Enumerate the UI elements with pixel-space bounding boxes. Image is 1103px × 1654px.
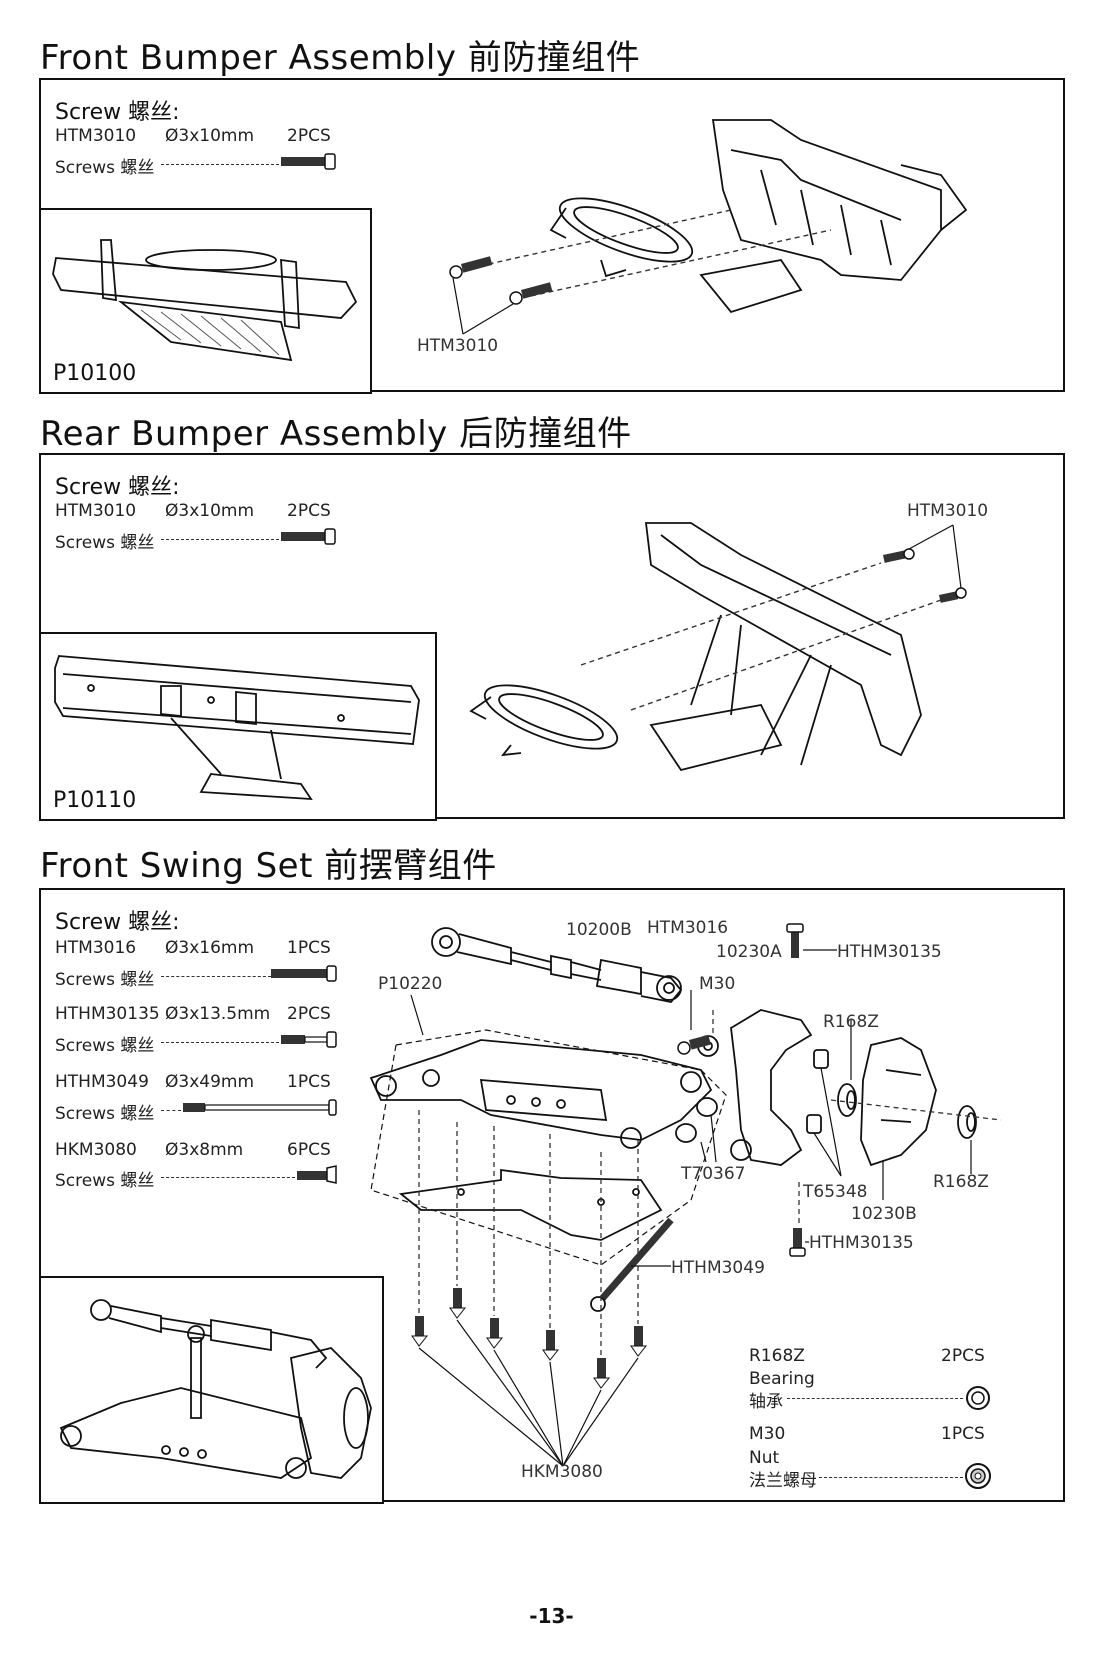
- callout-m30: M30: [699, 974, 736, 994]
- screw-code: HKM3080: [55, 1140, 137, 1160]
- leader-line: [161, 976, 271, 977]
- screw-label: Screws 螺丝: [55, 1036, 155, 1056]
- bearing-icon: [966, 1386, 990, 1410]
- callout-htm3010: HTM3010: [907, 501, 989, 521]
- screw-size: Ø3x16mm: [165, 938, 255, 958]
- screw-icon: [411, 1288, 648, 1389]
- callout-hthm30135-2: HTHM30135: [809, 1233, 914, 1253]
- page-number: -13-: [529, 1604, 574, 1628]
- assembled-front-bumper-drawing: [52, 239, 358, 362]
- screw-icon: [883, 548, 967, 603]
- screw-code: HTHM3049: [55, 1072, 149, 1092]
- screw-qty: 2PCS: [287, 1004, 331, 1024]
- callout-10230a: 10230A: [716, 942, 782, 962]
- screw-size: Ø3x10mm: [165, 126, 255, 146]
- screw-qty: 2PCS: [287, 126, 331, 146]
- screw-qty: 6PCS: [287, 1140, 331, 1160]
- part-code: M30: [749, 1424, 786, 1444]
- callout-r168z: R168Z: [823, 1012, 879, 1032]
- screw-icon: [271, 965, 337, 982]
- screw-icon: [281, 1031, 337, 1048]
- callout-hkm3080: HKM3080: [521, 1462, 603, 1482]
- part-code: R168Z: [749, 1346, 805, 1366]
- screw-label: Screws 螺丝: [55, 533, 155, 553]
- callout-10200b: 10200B: [566, 920, 632, 940]
- screw-heading: Screw 螺丝:: [55, 100, 180, 125]
- callout-t65348: T65348: [803, 1182, 868, 1202]
- part-name-cn: 法兰螺母: [749, 1471, 817, 1491]
- inset-assembled-rear-bumper: P10110: [39, 632, 437, 821]
- screw-qty: 1PCS: [287, 1072, 331, 1092]
- screw-icon: [449, 256, 553, 305]
- assembled-rear-bumper-drawing: [54, 655, 420, 801]
- screw-qty: 1PCS: [287, 938, 331, 958]
- part-name-en: Nut: [749, 1448, 780, 1468]
- leader-line: [161, 1177, 295, 1178]
- inset-assembled-front-bumper: P10100: [39, 208, 372, 394]
- screw-size: Ø3x49mm: [165, 1072, 255, 1092]
- part-qty: 1PCS: [941, 1424, 985, 1444]
- screw-label: Screws 螺丝: [55, 158, 155, 178]
- section-title-front-swing: Front Swing Set 前摆臂组件: [40, 846, 497, 886]
- callout-hthm3049: HTHM3049: [671, 1258, 765, 1278]
- leader-line: [161, 539, 279, 540]
- panel-rear-bumper: Screw 螺丝: HTM3010 Ø3x10mm 2PCS Screws 螺丝…: [39, 453, 1065, 821]
- inset-code: P10110: [53, 788, 137, 813]
- screw-label: Screws 螺丝: [55, 1171, 155, 1191]
- part-name-cn: 轴承: [749, 1392, 783, 1412]
- screw-label: Screws 螺丝: [55, 1104, 155, 1124]
- callout-htm3010: HTM3010: [417, 336, 499, 356]
- screw-icon: [281, 153, 336, 170]
- leader-line: [161, 1110, 181, 1111]
- callout-htm3016: HTM3016: [647, 918, 729, 938]
- parts-list-icons: [965, 1386, 991, 1489]
- leader-line: [161, 1042, 279, 1043]
- inset-code: P10100: [53, 361, 137, 386]
- exploded-diagram-front-swing: [183, 923, 1002, 1467]
- part-name-en: Bearing: [749, 1369, 815, 1389]
- screw-icon: [183, 1099, 337, 1116]
- part-qty: 2PCS: [941, 1346, 985, 1366]
- screw-code: HTM3016: [55, 938, 137, 958]
- callout-t70367: T70367: [681, 1164, 746, 1184]
- section-title-rear-bumper: Rear Bumper Assembly 后防撞组件: [40, 414, 632, 454]
- screw-heading: Screw 螺丝:: [55, 910, 180, 935]
- callout-r168z-2: R168Z: [933, 1172, 989, 1192]
- screw-code: HTM3010: [55, 126, 137, 146]
- screw-icon: [677, 923, 806, 1257]
- screw-size: Ø3x10mm: [165, 501, 255, 521]
- exploded-diagram-rear-bumper: [281, 522, 967, 772]
- assembled-front-swing-drawing: [59, 1299, 372, 1479]
- screw-heading: Screw 螺丝:: [55, 475, 180, 500]
- screw-size: Ø3x13.5mm: [165, 1004, 271, 1024]
- leader-line: [787, 1398, 963, 1399]
- callout-p10220: P10220: [378, 974, 443, 994]
- screw-code: HTHM30135: [55, 1004, 160, 1024]
- callout-hthm30135: HTHM30135: [837, 942, 942, 962]
- screw-qty: 2PCS: [287, 501, 331, 521]
- section-title-front-bumper: Front Bumper Assembly 前防撞组件: [40, 38, 641, 78]
- screw-code: HTM3010: [55, 501, 137, 521]
- callout-10230b: 10230B: [851, 1204, 917, 1224]
- screw-icon: [297, 1165, 337, 1184]
- leader-line: [161, 164, 279, 165]
- inset-assembled-front-swing: [39, 1276, 384, 1504]
- leader-line: [819, 1477, 963, 1478]
- screw-icon: [281, 528, 336, 545]
- screw-label: Screws 螺丝: [55, 970, 155, 990]
- screw-size: Ø3x8mm: [165, 1140, 244, 1160]
- nut-icon: [965, 1463, 991, 1489]
- panel-front-swing: Screw 螺丝: HTM3016 Ø3x16mm 1PCS Screws 螺丝…: [39, 888, 1065, 1504]
- exploded-diagram-front-bumper: [281, 119, 968, 335]
- panel-front-bumper: Screw 螺丝: HTM3010 Ø3x10mm 2PCS Screws 螺丝: [39, 78, 1065, 394]
